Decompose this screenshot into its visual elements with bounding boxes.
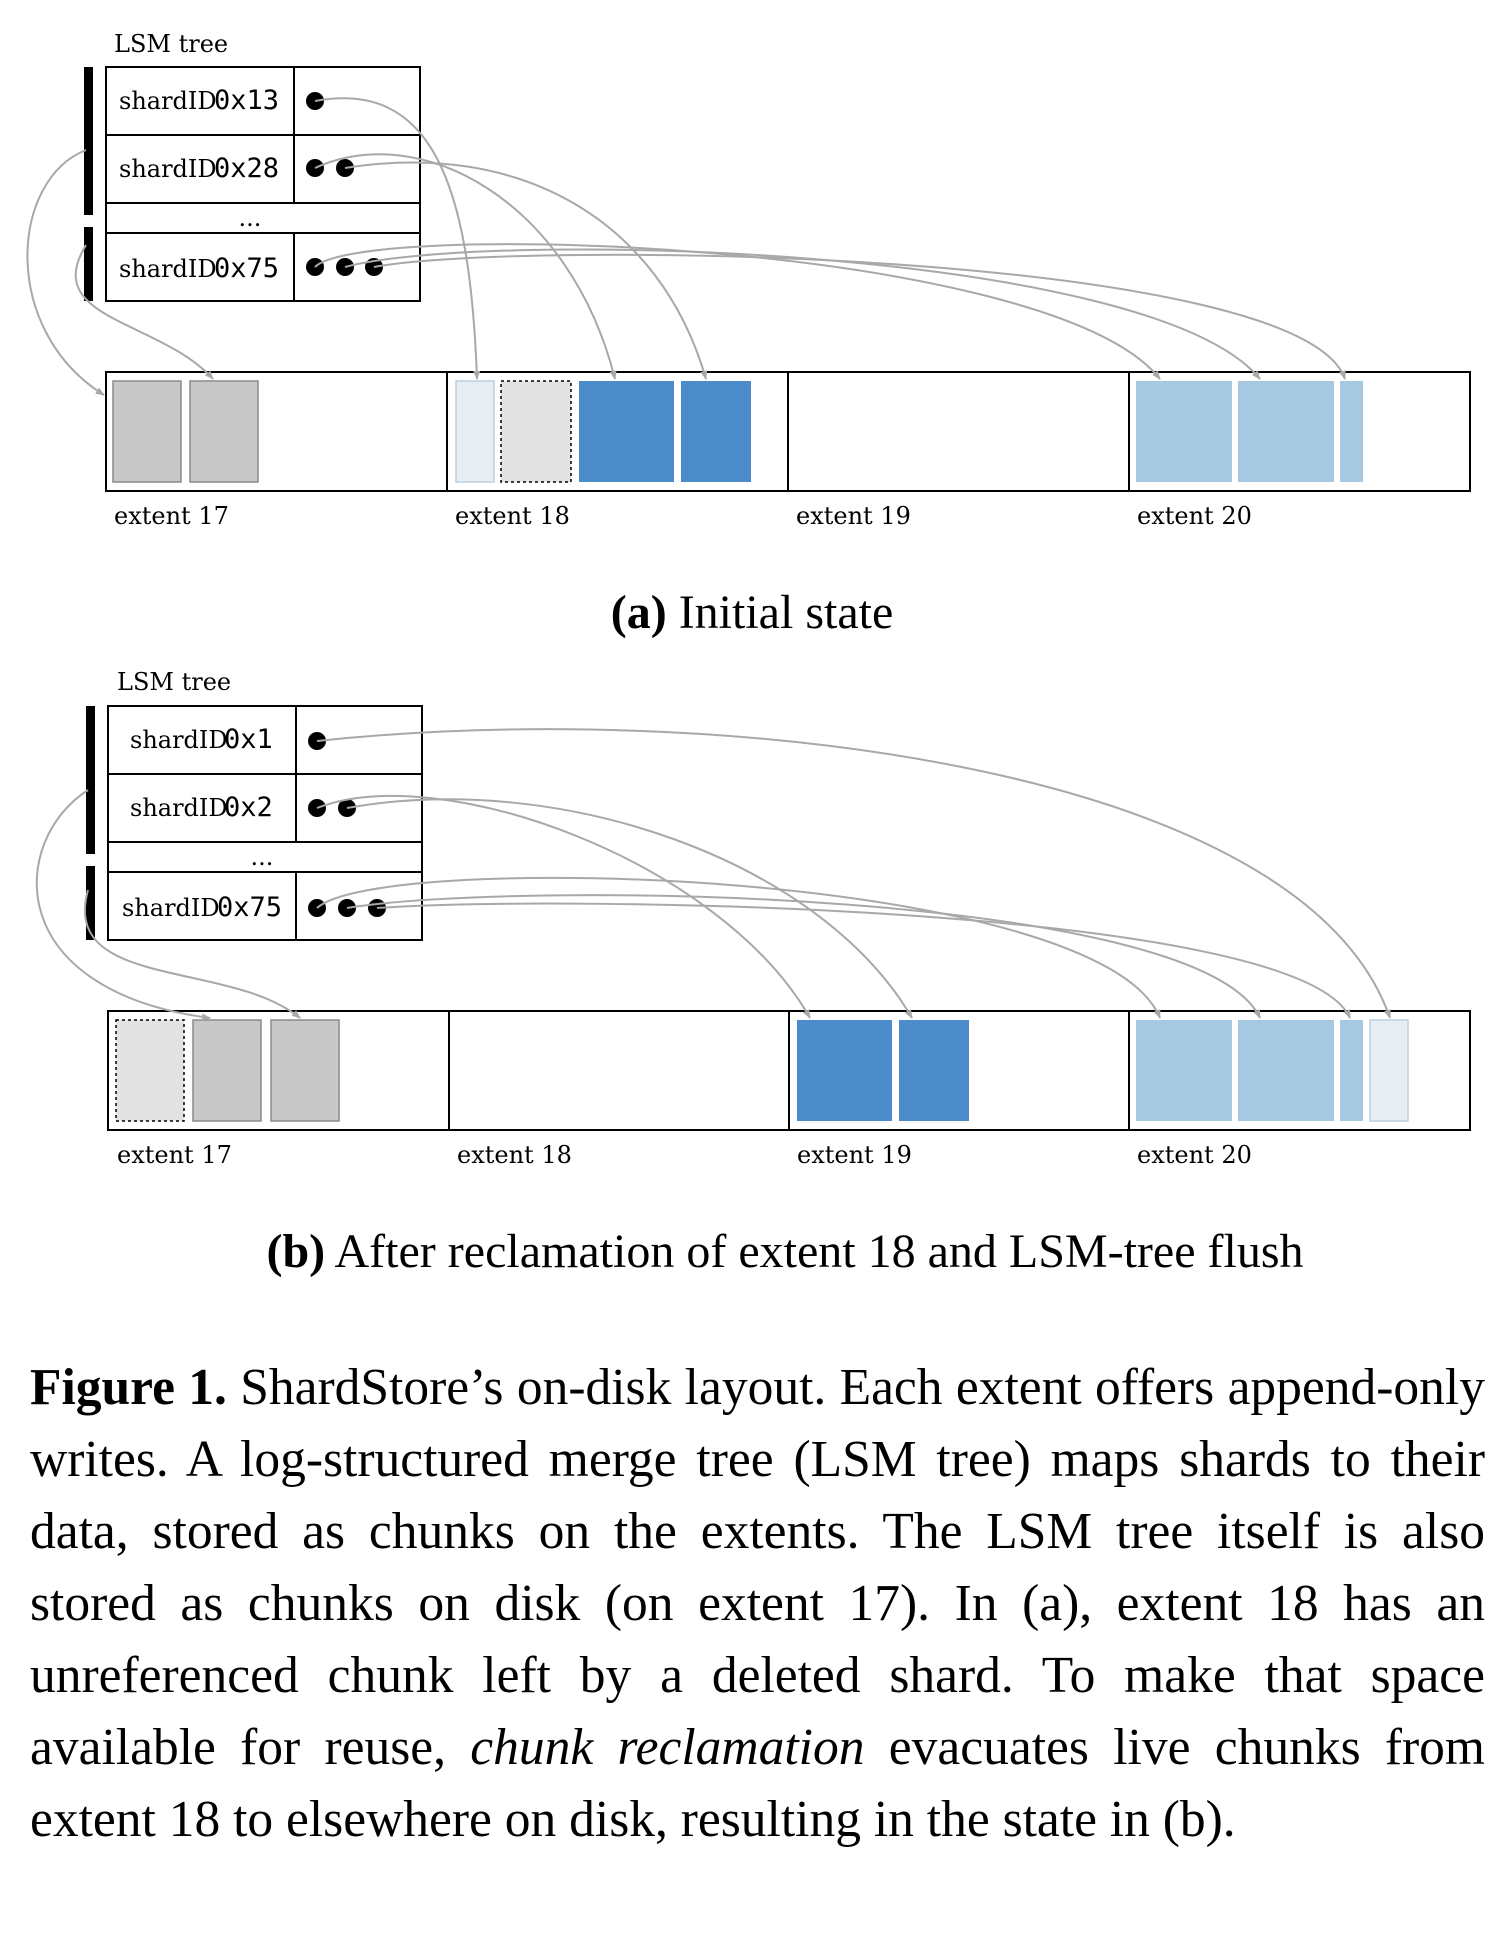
chunk-light-blue [1340, 1020, 1363, 1121]
chunk-light-blue [1340, 381, 1363, 482]
figure-caption: Figure 1. ShardStore’s on-disk layout. E… [30, 1352, 1485, 1856]
shard-id: 0x75 [214, 253, 279, 284]
shard-id: 0x75 [217, 892, 282, 923]
extent-label: extent 20 [1137, 502, 1252, 530]
panel-b-lsm-table: shardID 0x1 shardID 0x2 ... shardID 0x75 [107, 705, 423, 941]
chunk-dark-blue [899, 1020, 969, 1121]
figure-label: Figure 1. [30, 1359, 227, 1416]
shard-label: shardID [130, 726, 228, 754]
caption-text-2: evacuates live chunks from extent 18 to … [30, 1719, 1485, 1848]
chunk-dark-blue [579, 381, 674, 482]
extent-label: extent 19 [796, 502, 911, 530]
chunk-light-blue [1136, 1020, 1232, 1121]
shard-label: shardID [119, 155, 217, 183]
panel-a-disk: extent 17 extent 18 extent 19 extent 20 [105, 371, 1471, 530]
panel-a-row-0x75: shardID 0x75 [119, 253, 279, 284]
panel-b-row-0x2: shardID 0x2 [130, 792, 273, 823]
extent-label: extent 18 [457, 1141, 572, 1169]
chunk-dark-blue [797, 1020, 892, 1121]
panel-b-level-bar-1 [86, 706, 95, 854]
extent-label: extent 20 [1137, 1141, 1252, 1169]
chunk-light-blue [1238, 1020, 1334, 1121]
extent-label: extent 17 [117, 1141, 232, 1169]
chunk-light-blue [1238, 381, 1334, 482]
panel-a-level-bar-2 [84, 227, 93, 301]
chunk-light-blue [1136, 381, 1232, 482]
shard-label: shardID [119, 255, 217, 283]
panel-b-level-bar-2 [86, 866, 95, 940]
panel-b-lsm-tree-label: LSM tree [117, 668, 231, 696]
panel-b-disk: extent 17 extent 18 extent 19 extent 20 [107, 1010, 1471, 1169]
panel-b-row-0x1: shardID 0x1 [130, 724, 273, 755]
shard-label: shardID [122, 894, 220, 922]
chunk-pale [1369, 1019, 1409, 1122]
shard-id: 0x2 [224, 792, 273, 823]
caption-text-1: ShardStore’s on-disk layout. Each extent… [30, 1359, 1485, 1776]
panel-b-ellipsis: ... [251, 843, 274, 871]
panel-b-subcaption: (b) After reclamation of extent 18 and L… [266, 1225, 1303, 1278]
shard-label: shardID [119, 87, 217, 115]
extent-label: extent 17 [114, 502, 229, 530]
panel-b: LSM tree shardID 0x1 shardID 0x2 ... sha… [35, 668, 1471, 1278]
chunk-dark-blue [681, 381, 751, 482]
chunk-lsm-gray [270, 1019, 340, 1122]
panel-a-level-bar-1 [84, 67, 93, 215]
panel-a-pointer-arrows [26, 97, 1346, 396]
panel-b-pointer-arrows [35, 728, 1391, 1021]
chunk-unreferenced [115, 1019, 185, 1122]
panel-a-row-0x28: shardID 0x28 [119, 153, 279, 184]
extent-label: extent 19 [797, 1141, 912, 1169]
panel-a-ellipsis: ... [239, 204, 262, 232]
shard-label: shardID [130, 794, 228, 822]
extent-label: extent 18 [455, 502, 570, 530]
chunk-lsm-gray [192, 1019, 262, 1122]
chunk-lsm-gray [189, 380, 259, 483]
panel-a: LSM tree shardID 0x13 shardID 0x28 ... s… [26, 30, 1471, 639]
panel-a-lsm-table: shardID 0x13 shardID 0x28 ... shardID 0x… [105, 66, 421, 302]
shard-id: 0x13 [214, 85, 279, 116]
panel-a-lsm-tree-label: LSM tree [114, 30, 228, 58]
chunk-lsm-gray [112, 380, 182, 483]
chunk-pale [455, 380, 495, 483]
chunk-unreferenced [500, 380, 572, 483]
shard-id: 0x1 [224, 724, 273, 755]
panel-a-subcaption: (a) Initial state [611, 586, 894, 639]
panel-b-row-0x75: shardID 0x75 [122, 892, 282, 923]
caption-emphasis: chunk reclamation [470, 1719, 865, 1776]
shard-id: 0x28 [214, 153, 279, 184]
shardstore-diagram: LSM tree shardID 0x13 shardID 0x28 ... s… [26, 30, 1471, 1278]
panel-a-row-0x13: shardID 0x13 [119, 85, 279, 116]
